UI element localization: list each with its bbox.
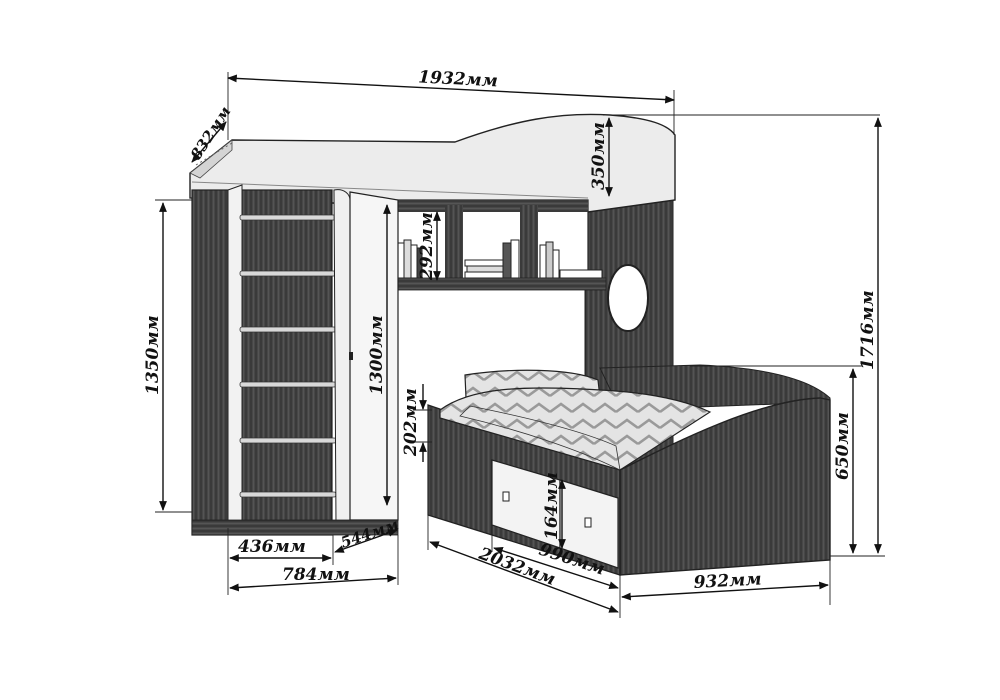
- books-middle: [464, 239, 520, 279]
- label-top-height: 350мм: [589, 122, 609, 190]
- label-total-length: 1932мм: [418, 67, 499, 91]
- label-bed-width: 932мм: [693, 569, 762, 593]
- dimension-lines: [155, 72, 885, 618]
- shelf-unit: [395, 199, 607, 291]
- dimension-labels: 1932мм 832мм 350мм 292мм 1350мм 1300мм 2…: [143, 67, 878, 593]
- label-bed-height: 650мм: [833, 412, 853, 480]
- label-base-width: 784мм: [282, 565, 350, 585]
- label-bed-side-height: 202мм: [401, 388, 421, 457]
- label-shelf-height: 292мм: [417, 212, 437, 281]
- label-overall-height: 1716мм: [858, 290, 878, 370]
- label-wardrobe-height: 1350мм: [143, 315, 163, 395]
- lower-bed: [427, 364, 831, 576]
- ladder: [239, 214, 337, 498]
- wardrobe: [191, 184, 399, 536]
- label-door-height: 1300мм: [367, 315, 387, 395]
- label-drawer-height: 164мм: [542, 472, 562, 540]
- label-wardrobe-width: 436мм: [238, 537, 306, 557]
- books-right: [539, 241, 603, 279]
- furniture-illustration: [189, 113, 831, 576]
